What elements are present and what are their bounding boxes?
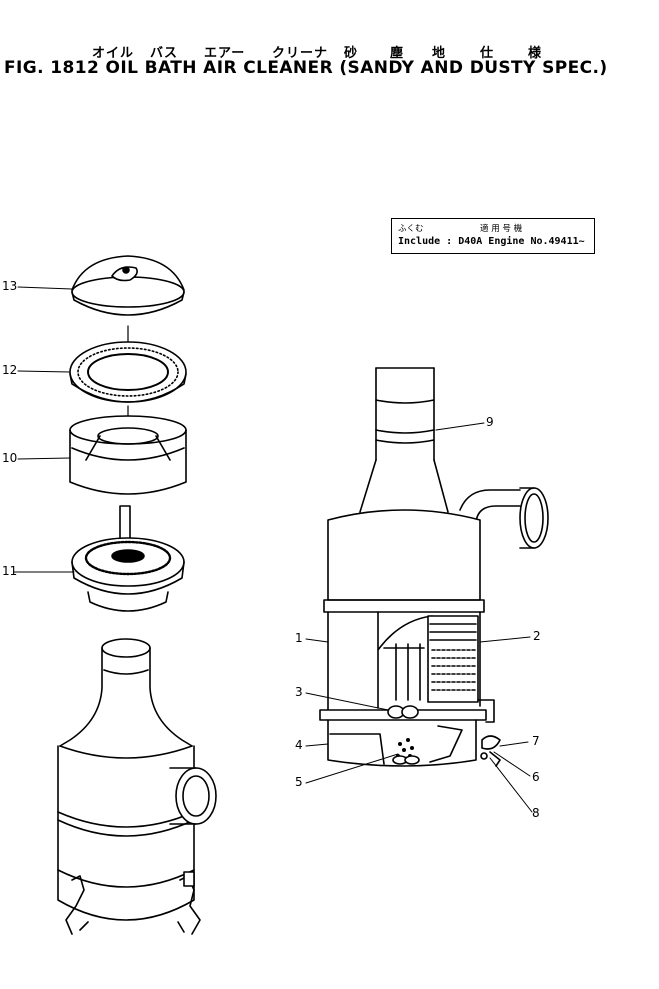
leader-10 (17, 457, 71, 460)
leader-lines (13, 286, 533, 813)
title-jp-word: 地 (432, 46, 447, 61)
leader-3 (305, 692, 389, 711)
callout-5: 5 (295, 775, 303, 789)
applicability-header: ふくむ 適 用 号 機 (398, 222, 588, 234)
figure-title: FIG. 1812 OIL BATH AIR CLEANER (SANDY AN… (4, 58, 608, 78)
title-jp-word: 仕 (480, 46, 495, 61)
callout-7: 7 (532, 734, 540, 748)
applicability-jp-title: 適 用 号 機 (480, 224, 523, 234)
figure-title-japanese: オイル バス エアー クリーナ 砂 塵 地 仕 様 (92, 42, 562, 61)
title-jp-word: 塵 (390, 46, 405, 61)
callout-4: 4 (295, 738, 303, 752)
leader-13 (17, 286, 73, 290)
callout-6: 6 (532, 770, 540, 784)
leader-2 (479, 636, 531, 643)
callout-10: 10 (2, 451, 18, 465)
callout-2: 2 (533, 629, 541, 643)
title-jp-word: エアー (204, 46, 246, 61)
leader-12 (17, 370, 71, 373)
title-jp-word: バス (150, 46, 179, 61)
leader-1 (305, 638, 329, 643)
applicability-text: Include : D40A Engine No.49411~ (398, 236, 585, 247)
callout-11: 11 (2, 564, 18, 578)
callout-12: 12 (2, 363, 18, 377)
leader-5 (305, 753, 399, 784)
part-13-cover (71, 255, 185, 316)
applicability-jp-include: ふくむ (398, 224, 424, 234)
leader-7 (499, 741, 529, 747)
assembled-cleaner-view (57, 638, 217, 935)
title-jp-word: オイル (92, 46, 135, 61)
part-12-element (69, 341, 187, 403)
callout-8: 8 (532, 806, 540, 820)
part-11-inner-element (71, 505, 185, 612)
leader-4 (305, 743, 329, 747)
callout-13: 13 (2, 279, 18, 293)
callout-1: 1 (295, 631, 303, 645)
callout-9: 9 (486, 415, 494, 429)
cutaway-cleaner-view (319, 367, 549, 767)
title-jp-word: クリーナ (272, 46, 329, 61)
applicability-box: ふくむ 適 用 号 機 Include : D40A Engine No.494… (391, 218, 595, 254)
title-jp-word: 様 (528, 46, 543, 61)
leader-6 (493, 751, 531, 777)
leader-9 (435, 422, 485, 431)
callout-3: 3 (295, 685, 303, 699)
leader-8 (489, 757, 533, 813)
part-10-cup (69, 415, 187, 495)
title-jp-word: 砂 (344, 46, 359, 61)
